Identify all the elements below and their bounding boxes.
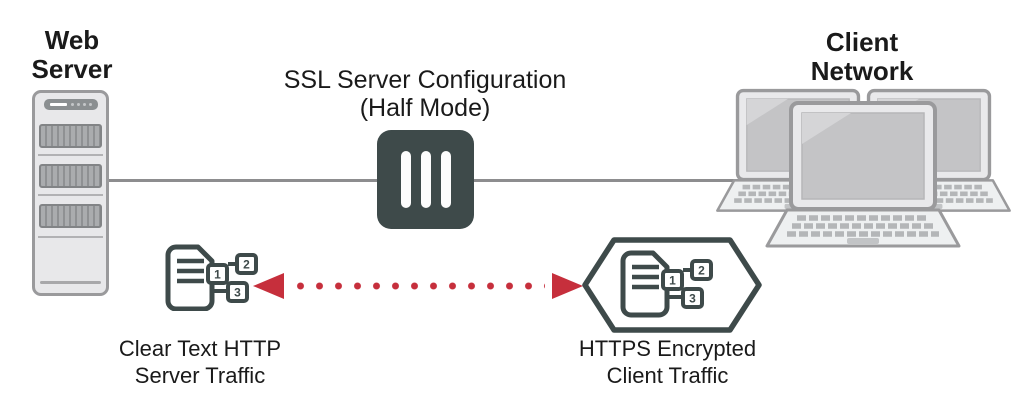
server-tower-icon	[32, 90, 109, 296]
server-vent	[39, 124, 102, 148]
appliance-slot-bar	[420, 151, 431, 208]
server-divider	[38, 154, 103, 156]
server-led	[77, 103, 80, 106]
server-divider	[38, 194, 103, 196]
web-server-label: Web Server	[31, 25, 113, 84]
dotted-double-arrow-icon	[253, 273, 583, 299]
client-network-label: Client Network	[810, 27, 914, 86]
server-led	[71, 103, 74, 106]
server-vent	[39, 164, 102, 188]
server-led	[83, 103, 86, 106]
server-led	[89, 103, 92, 106]
cleartext-packets-icon	[160, 243, 260, 311]
https-traffic-label: HTTPS Encrypted Client Traffic	[578, 336, 757, 388]
encrypted-packets-icon	[582, 237, 762, 333]
server-vent	[39, 204, 102, 228]
server-panel-slot	[50, 103, 67, 106]
server-bottom-bar	[40, 281, 101, 284]
arrowhead-left-icon	[253, 273, 284, 299]
dotted-line	[291, 282, 545, 290]
arrowhead-right-icon	[552, 273, 583, 299]
ssl-appliance-icon	[377, 130, 474, 229]
server-top-panel	[44, 99, 98, 110]
clear-text-traffic-label: Clear Text HTTP Server Traffic	[118, 336, 282, 388]
laptop-icon-front	[763, 100, 963, 250]
server-divider	[38, 236, 103, 238]
appliance-slot-bar	[400, 151, 411, 208]
appliance-slot-bar	[440, 151, 451, 208]
ssl-config-label: SSL Server Configuration (Half Mode)	[283, 66, 567, 122]
